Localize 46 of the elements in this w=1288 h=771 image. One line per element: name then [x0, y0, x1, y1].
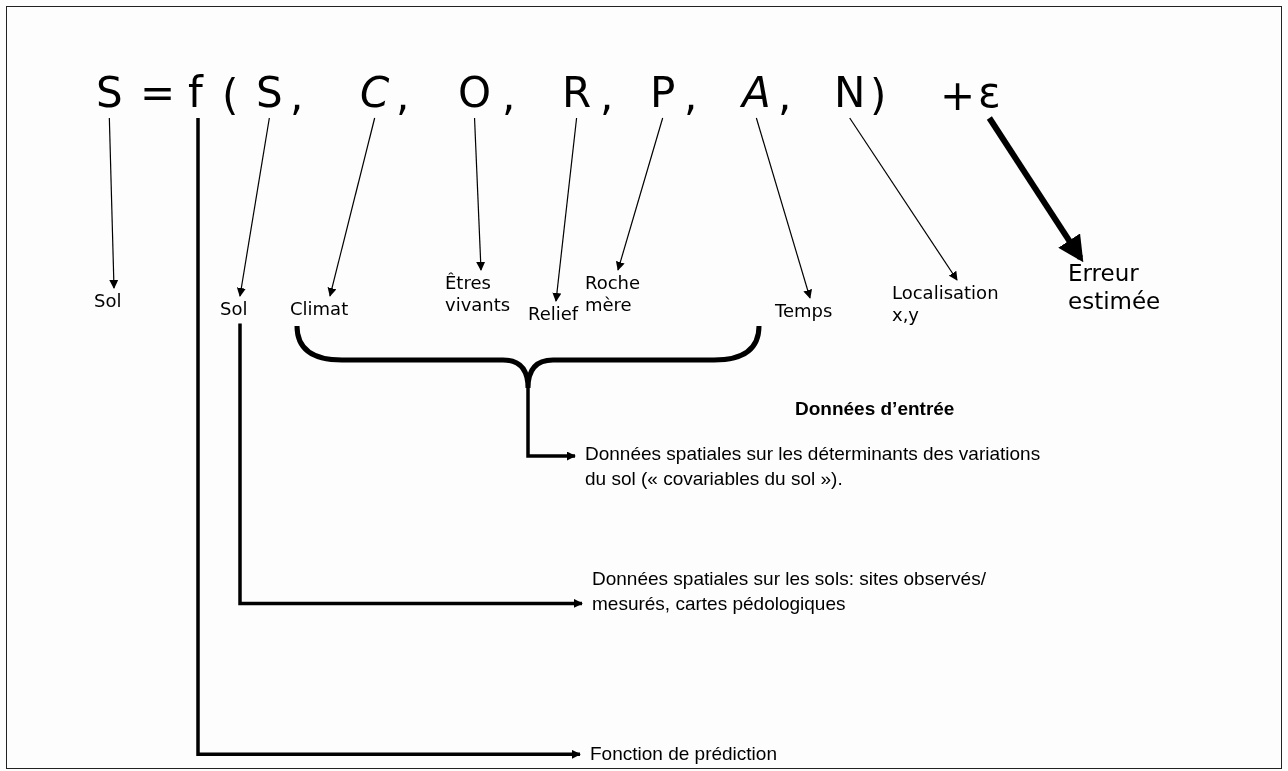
arrow [755, 117, 812, 299]
factor-label: Localisation x,y [892, 282, 1022, 326]
factor-label: Roche mère [585, 272, 651, 316]
formula-symbol: , [600, 75, 614, 117]
factor-label: Sol [94, 290, 134, 312]
formula-symbol: , [290, 75, 304, 117]
formula-symbol: ) [870, 75, 887, 117]
formula-symbol: f [188, 72, 203, 114]
arrow [238, 323, 583, 608]
arrow [552, 117, 578, 302]
description-text: Fonction de prédiction [590, 742, 850, 767]
arrow [108, 117, 119, 289]
section-heading: Données d’entrée [795, 398, 955, 420]
arrow [849, 117, 958, 281]
arrow [526, 388, 576, 461]
arrow [236, 117, 270, 297]
formula-symbol: S [256, 72, 283, 114]
formula-symbol: S [96, 72, 123, 114]
formula-symbol: = [140, 72, 176, 114]
factor-label: Climat [290, 298, 370, 320]
formula-symbol: R [562, 72, 592, 114]
formula-symbol: C [360, 72, 390, 114]
formula-symbol: O [458, 72, 492, 114]
factor-label: Relief [528, 303, 584, 325]
formula-symbol: , [778, 75, 792, 117]
factor-label: Temps [775, 300, 845, 322]
formula-symbol: A [742, 72, 771, 114]
factor-label: Êtres vivants [445, 272, 517, 316]
description-text: Données spatiales sur les sols: sites observés/ mesurés, cartes pédologiques [592, 567, 1022, 617]
arrow [327, 117, 376, 297]
factor-label: Erreur estimée [1068, 260, 1183, 316]
formula-symbol: N [834, 72, 866, 114]
arrow [473, 117, 486, 271]
factor-label: Sol [220, 298, 260, 320]
formula-symbol: + [940, 75, 976, 117]
formula-symbol: , [396, 75, 410, 117]
arrow [615, 117, 664, 271]
description-text: Données spatiales sur les déterminants des variations du sol (« covariables du sol »). [585, 442, 1055, 492]
formula-symbol: , [684, 75, 698, 117]
arrow [196, 118, 581, 759]
curly-brace [294, 326, 762, 388]
formula-symbol: , [502, 75, 516, 117]
formula-symbol: ( [222, 75, 239, 117]
arrow [986, 116, 1084, 263]
formula-symbol: ε [978, 72, 1001, 114]
formula-symbol: P [650, 72, 676, 114]
